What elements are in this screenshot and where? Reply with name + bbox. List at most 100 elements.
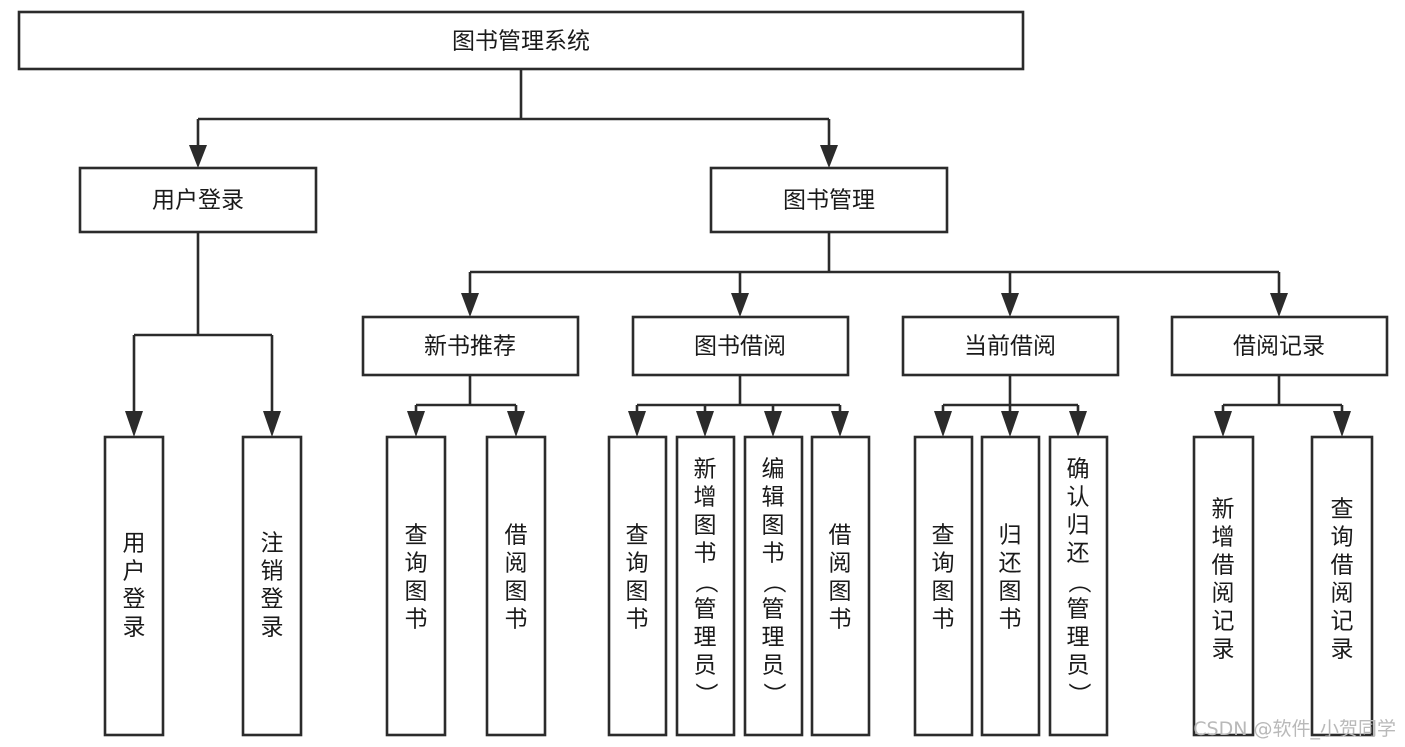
- node-leaf-edit-book-box[interactable]: [743, 435, 804, 737]
- svg-text:借: 借: [505, 523, 528, 549]
- svg-text:图: 图: [405, 579, 428, 605]
- node-borrow-record[interactable]: 借阅记录: [1170, 315, 1389, 377]
- node-book-management-label: 图书管理: [783, 188, 875, 214]
- node-leaf-confirm-return-box[interactable]: [1048, 435, 1109, 737]
- svg-text:户: 户: [123, 559, 146, 585]
- node-borrow-record-box[interactable]: [1170, 315, 1389, 377]
- node-leaf-user-login-box[interactable]: [103, 435, 165, 737]
- svg-text:理: 理: [762, 625, 785, 651]
- svg-text:归: 归: [1067, 513, 1090, 539]
- svg-text:借: 借: [829, 523, 852, 549]
- node-current-borrow-box[interactable]: [901, 315, 1120, 377]
- node-root-label: 图书管理系统: [452, 29, 590, 55]
- svg-text:书: 书: [694, 541, 717, 567]
- svg-text:）: ）: [1066, 683, 1092, 706]
- node-root[interactable]: 图书管理系统: [17, 10, 1025, 71]
- node-user-login[interactable]: 用户登录: [78, 166, 318, 234]
- svg-text:图: 图: [932, 579, 955, 605]
- svg-text:录: 录: [261, 615, 284, 641]
- svg-text:阅: 阅: [1212, 581, 1235, 607]
- node-leaf-query-book-borrow-box[interactable]: [607, 435, 668, 737]
- svg-text:书: 书: [405, 607, 428, 633]
- node-root-box[interactable]: [17, 10, 1025, 71]
- node-leaf-query-book-current-box[interactable]: [913, 435, 974, 737]
- svg-text:查: 查: [405, 523, 428, 549]
- node-leaf-query-book-recommend-box[interactable]: [385, 435, 447, 737]
- svg-text:阅: 阅: [1331, 581, 1354, 607]
- node-leaf-user-login-label: 用户登录: [123, 531, 146, 641]
- node-new-book-recommend-box[interactable]: [361, 315, 580, 377]
- arrow-head-leaf-user-login: [125, 411, 143, 437]
- node-current-borrow[interactable]: 当前借阅: [901, 315, 1120, 377]
- svg-text:登: 登: [123, 587, 146, 613]
- svg-text:阅: 阅: [829, 551, 852, 577]
- node-book-borrow[interactable]: 图书借阅: [631, 315, 850, 377]
- svg-text:查: 查: [626, 523, 649, 549]
- arrow-head-leaf-logout: [263, 411, 281, 437]
- arrow-head-user-login: [189, 145, 207, 168]
- arrow-head-leaf-borrow-book: [831, 411, 849, 437]
- node-book-management[interactable]: 图书管理: [709, 166, 949, 234]
- svg-text:查: 查: [932, 523, 955, 549]
- node-user-login-label: 用户登录: [152, 188, 244, 214]
- svg-text:询: 询: [1331, 525, 1354, 551]
- node-book-borrow-box[interactable]: [631, 315, 850, 377]
- svg-text:书: 书: [999, 607, 1022, 633]
- svg-text:理: 理: [694, 625, 717, 651]
- node-leaf-return-book-box[interactable]: [980, 435, 1041, 737]
- svg-text:书: 书: [505, 607, 528, 633]
- svg-text:注: 注: [261, 531, 284, 557]
- svg-text:增: 增: [694, 485, 717, 511]
- svg-text:询: 询: [626, 551, 649, 577]
- svg-text:用: 用: [123, 531, 146, 557]
- svg-text:记: 记: [1212, 609, 1235, 635]
- svg-text:询: 询: [405, 551, 428, 577]
- svg-text:确: 确: [1067, 457, 1090, 483]
- arrow-head-book-borrow: [731, 293, 749, 317]
- node-leaf-logout-box[interactable]: [241, 435, 303, 737]
- arrow-head-leaf-borrow-book-recommend: [507, 411, 525, 437]
- node-user-login-box[interactable]: [78, 166, 318, 234]
- node-leaf-borrow-book-box[interactable]: [810, 435, 871, 737]
- arrow-head-borrow-record: [1270, 293, 1288, 317]
- svg-text:图: 图: [505, 579, 528, 605]
- node-new-book-recommend[interactable]: 新书推荐: [361, 315, 580, 377]
- node-leaf-add-record-box[interactable]: [1192, 435, 1255, 737]
- node-leaf-user-login[interactable]: 用户登录: [103, 435, 165, 737]
- svg-text:书: 书: [932, 607, 955, 633]
- connector-layer: [125, 69, 1351, 437]
- node-leaf-query-record-box[interactable]: [1310, 435, 1374, 737]
- svg-text:图: 图: [626, 579, 649, 605]
- svg-text:询: 询: [932, 551, 955, 577]
- node-book-management-box[interactable]: [709, 166, 949, 234]
- watermark: CSDN @软件_小贺同学: [1193, 718, 1396, 740]
- svg-text:阅: 阅: [505, 551, 528, 577]
- svg-text:（: （: [1066, 571, 1092, 594]
- node-leaf-borrow-book-recommend-box[interactable]: [485, 435, 547, 737]
- svg-text:新: 新: [694, 457, 717, 483]
- node-leaf-add-book-box[interactable]: [675, 435, 736, 737]
- arrow-head-book-management: [820, 145, 838, 168]
